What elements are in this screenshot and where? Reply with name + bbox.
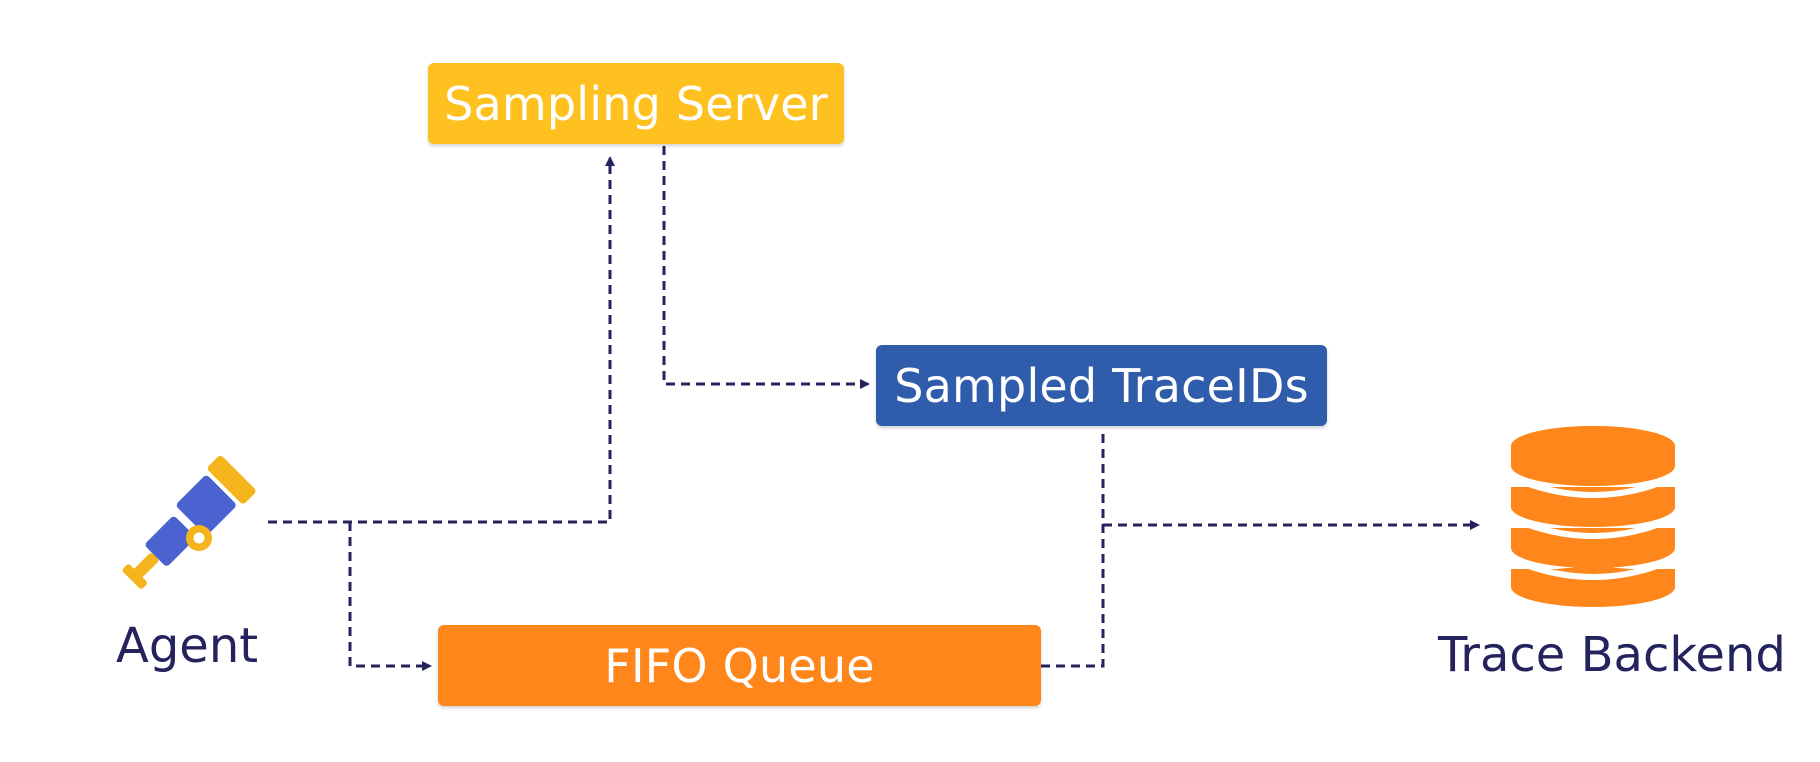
sampled-traceids-label: Sampled TraceIDs <box>894 358 1309 413</box>
fifo-queue-box: FIFO Queue <box>438 625 1041 706</box>
sampled-traceids-box: Sampled TraceIDs <box>876 345 1327 426</box>
database-icon <box>1510 426 1676 607</box>
fifo-queue-label: FIFO Queue <box>604 638 875 693</box>
arrow-agent-to-sampling-server <box>268 156 615 524</box>
sampling-server-box: Sampling Server <box>428 63 844 144</box>
line-fifo-queue-to-join <box>1041 428 1105 668</box>
sampling-server-label: Sampling Server <box>444 76 828 131</box>
arrow-agent-to-fifo-queue <box>348 522 432 671</box>
telescope-icon <box>122 455 256 589</box>
trace-backend-label: Trace Backend <box>1438 627 1786 683</box>
arrow-sampling-server-to-traceids <box>662 146 870 389</box>
agent-label: Agent <box>116 618 259 674</box>
